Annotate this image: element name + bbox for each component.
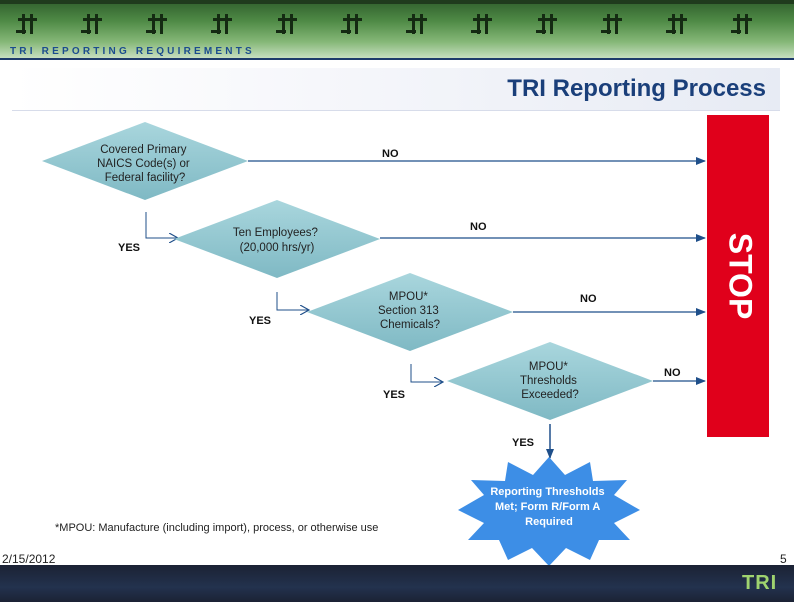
title-bar: TRI Reporting Process (12, 68, 780, 111)
page-number: 5 (780, 552, 787, 566)
yes-arrow (145, 212, 178, 238)
header-top-border (0, 0, 794, 4)
yes-label: YES (118, 242, 140, 254)
decision-line: Covered Primary (100, 144, 187, 156)
decision-diamond (174, 200, 380, 278)
stop-box (707, 115, 769, 437)
decision-line: MPOU* (529, 361, 569, 373)
header-link-icon (536, 14, 557, 34)
yes-label: YES (383, 389, 405, 401)
decision-line: (20,000 hrs/yr) (240, 242, 315, 254)
header-link-icon (16, 14, 37, 34)
result-line: Met; Form R/Form A (495, 501, 600, 513)
yes-arrow (276, 292, 309, 310)
no-label: NO (382, 148, 399, 160)
stop-label: STOP (723, 233, 759, 320)
page-title: TRI Reporting Process (507, 75, 766, 102)
no-label: NO (664, 367, 681, 379)
result-line: Reporting Thresholds (490, 486, 604, 498)
header-link-icon (81, 14, 102, 34)
yes-arrow (410, 364, 443, 382)
decision-line: Chemicals? (380, 319, 440, 331)
result-text: Reporting Thresholds Met; Form R/Form A … (490, 486, 607, 528)
decision-diamond (42, 122, 248, 200)
header-link-icon (666, 14, 687, 34)
decision-line: Section 313 (378, 305, 439, 317)
header-link-icon (601, 14, 622, 34)
header-link-icon (276, 14, 297, 34)
decision-line: NAICS Code(s) or (97, 158, 190, 170)
result-line: Required (525, 516, 573, 528)
decision-line: Federal facility? (105, 172, 186, 184)
footnote: *MPOU: Manufacture (including import), p… (55, 522, 379, 534)
footer-bar (0, 565, 794, 602)
decision-line: Exceeded? (521, 389, 579, 401)
header-banner-text: TRI REPORTING REQUIREMENTS (10, 46, 255, 57)
header-link-icon (471, 14, 492, 34)
no-label: NO (580, 293, 597, 305)
no-label: NO (470, 221, 487, 233)
header-link-icon (341, 14, 362, 34)
decision-diamond (447, 342, 653, 420)
decision-text: MPOU* Thresholds Exceeded? (520, 361, 580, 401)
yes-label: YES (512, 437, 534, 449)
yes-label: YES (249, 315, 271, 327)
header-pattern (16, 14, 752, 34)
header-link-icon (211, 14, 232, 34)
tri-logo: TRI (742, 572, 778, 594)
header-link-icon (146, 14, 167, 34)
decision-text: MPOU* Section 313 Chemicals? (378, 291, 442, 331)
decision-diamond (307, 273, 513, 351)
header-link-icon (731, 14, 752, 34)
decision-line: Thresholds (520, 375, 577, 387)
decision-line: Ten Employees? (233, 227, 318, 239)
header-banner: TRI REPORTING REQUIREMENTS (0, 0, 794, 60)
decision-text: Covered Primary NAICS Code(s) or Federal… (97, 144, 193, 184)
decision-text: Ten Employees? (20,000 hrs/yr) (233, 227, 321, 254)
result-burst (458, 457, 640, 566)
header-link-icon (406, 14, 427, 34)
decision-line: MPOU* (389, 291, 429, 303)
header-underline (0, 58, 794, 60)
slide-date: 2/15/2012 (2, 552, 56, 566)
